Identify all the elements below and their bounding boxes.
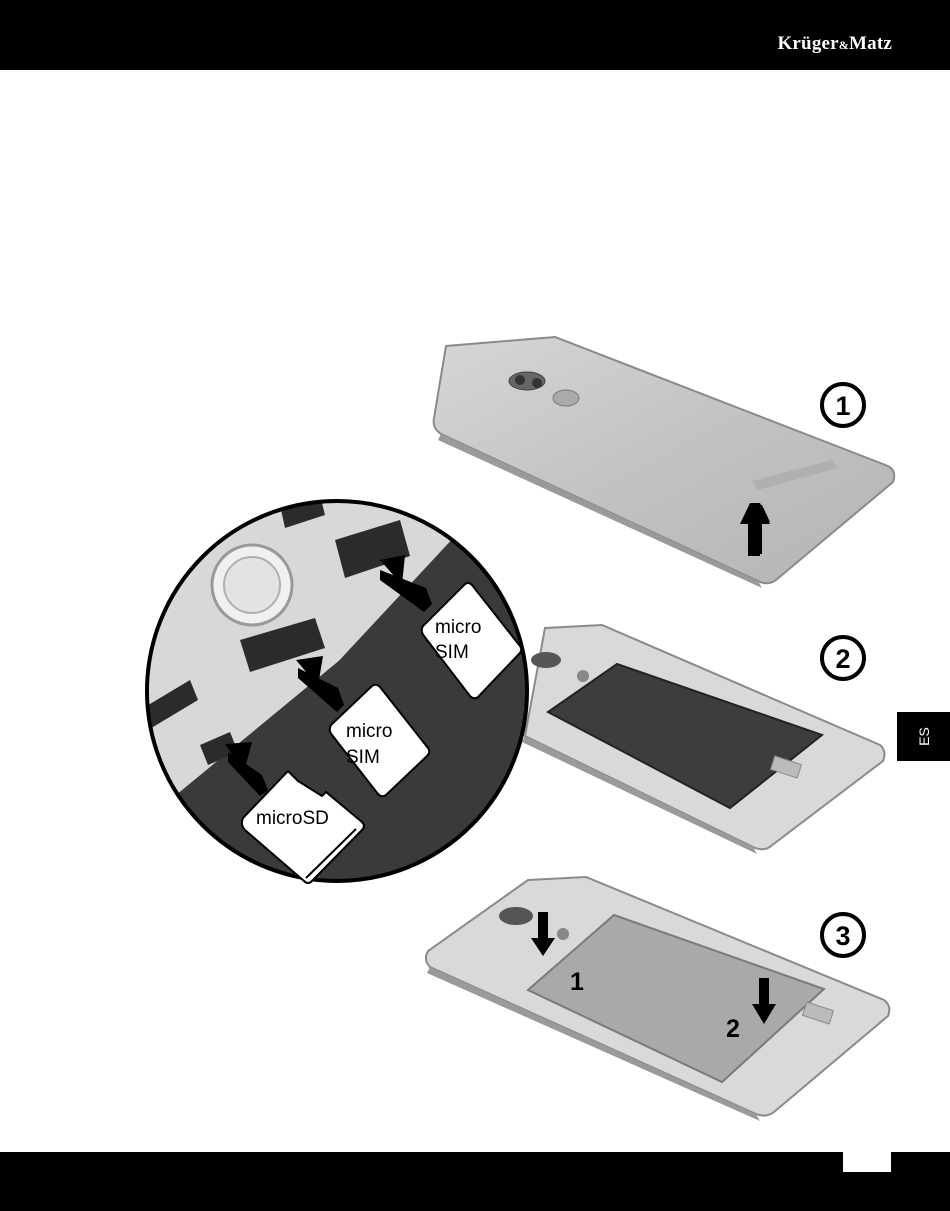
step-badge-2: 2 [822,637,864,679]
phone-step-3 [426,877,889,1121]
battery-arrow-label-1: 1 [570,968,584,996]
svg-text:3: 3 [835,921,850,951]
step-badge-3: 3 [822,914,864,956]
sd-label: microSD [256,808,329,829]
step-badge-1: 1 [822,384,864,426]
svg-text:2: 2 [835,644,850,674]
battery-arrow-label-2: 2 [726,1015,740,1043]
language-tab-label: ES [899,710,948,763]
sim-label-top-2: SIM [435,642,469,663]
svg-text:1: 1 [835,391,850,421]
language-tab: ES [897,712,950,761]
sim-label-mid-1: micro [346,721,392,742]
sim-label-top-1: micro [435,617,481,638]
footer-bar [0,1152,950,1211]
phone-step-1 [434,337,895,588]
page-number-box [843,1152,891,1172]
sim-label-mid-2: SIM [346,747,380,768]
